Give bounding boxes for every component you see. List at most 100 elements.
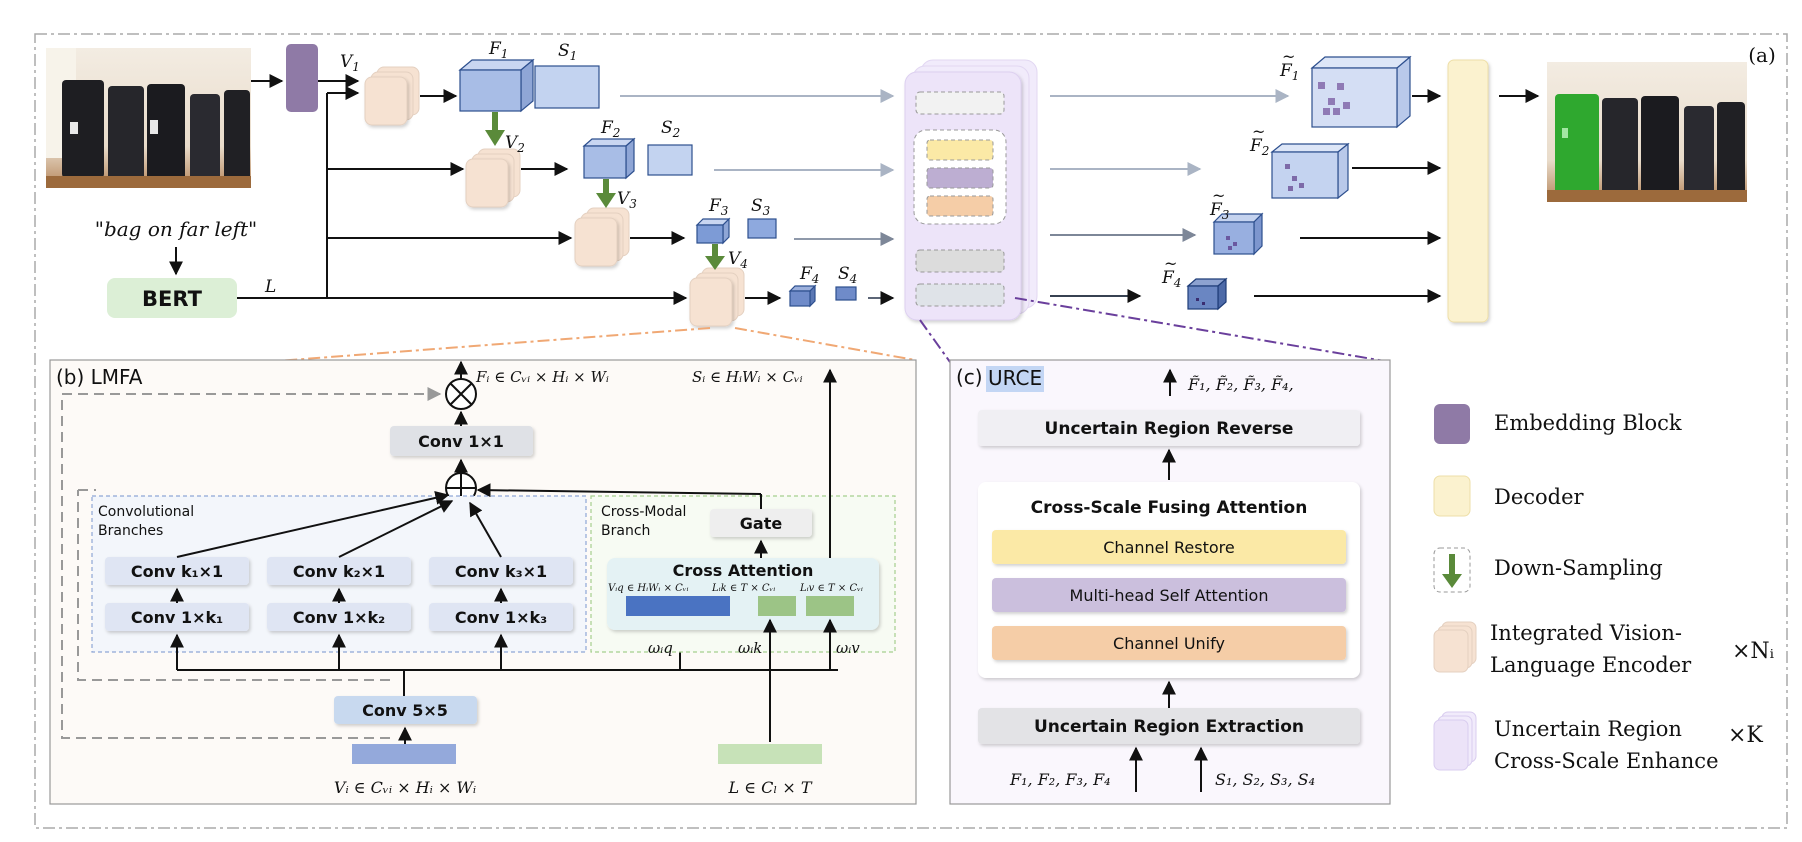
s-label: S2 bbox=[661, 118, 680, 140]
f-label: F1 bbox=[488, 39, 508, 61]
feature-cube-f4 bbox=[788, 284, 817, 308]
conv-k3x1-label: Conv k₃×1 bbox=[455, 562, 547, 581]
v-label: V3 bbox=[617, 189, 637, 211]
enhanced-label: F1 bbox=[1279, 61, 1299, 83]
bert-label: BERT bbox=[142, 287, 203, 311]
uncertain-region-reverse-label: Uncertain Region Reverse bbox=[1045, 419, 1294, 439]
conv-k3x1-block bbox=[429, 557, 573, 585]
down-sampling-arrow bbox=[705, 244, 725, 270]
uncertain-region-extraction-label: Uncertain Region Extraction bbox=[1034, 717, 1304, 737]
legend-decoder-label: Decoder bbox=[1494, 485, 1585, 509]
s-label: S1 bbox=[558, 41, 577, 63]
panel-a-tag: (a) bbox=[1748, 43, 1776, 67]
s-label: S3 bbox=[751, 196, 771, 218]
conv-1xk2-label: Conv 1×k₂ bbox=[293, 608, 385, 627]
conv-5x5-block bbox=[334, 696, 477, 724]
legend-embedding-swatch bbox=[1434, 404, 1470, 444]
legend-encoder-label: Language Encoder bbox=[1490, 653, 1692, 677]
conv-1xk2-block bbox=[267, 603, 411, 631]
legend-urce-label: Uncertain Region bbox=[1494, 717, 1682, 741]
v-input-bar bbox=[352, 744, 456, 764]
enhanced-feature-cube bbox=[1212, 212, 1264, 256]
query-bar bbox=[626, 596, 730, 616]
tilde-mark: ~ bbox=[1282, 47, 1295, 66]
legend-encoder-label: Integrated Vision- bbox=[1490, 621, 1682, 645]
enhanced-label: F4 bbox=[1161, 268, 1181, 290]
legend-encoder-mult: ×Nᵢ bbox=[1732, 639, 1775, 664]
encoder-stack bbox=[574, 207, 630, 267]
gate-label: Gate bbox=[740, 514, 783, 533]
channel-restore-label: Channel Restore bbox=[1103, 538, 1234, 557]
conv-k2x1-block bbox=[267, 557, 411, 585]
outer-frame bbox=[34, 33, 1788, 829]
conv-k2x1-label: Conv k₂×1 bbox=[293, 562, 385, 581]
down-sampling-arrow bbox=[485, 112, 505, 146]
uncertain-region-extraction-block bbox=[978, 708, 1360, 744]
legend-downsampling-label: Down-Sampling bbox=[1494, 556, 1663, 580]
L-label: L bbox=[264, 277, 276, 297]
channel-restore-block bbox=[992, 530, 1346, 564]
in-v-formula: Vᵢ ∈ Cᵥᵢ × Hᵢ × Wᵢ bbox=[334, 778, 476, 797]
urce-stack bbox=[904, 59, 1038, 321]
conv-5x5-label: Conv 5×5 bbox=[362, 701, 448, 720]
feature-cube-f2 bbox=[582, 137, 636, 180]
conv-branches-label: Branches bbox=[98, 523, 163, 539]
legend-urce-label: Cross-Scale Enhance bbox=[1494, 749, 1719, 773]
cross-scale-fusing-label: Cross-Scale Fusing Attention bbox=[1031, 498, 1308, 518]
cross-modal-label: Cross-Modal bbox=[601, 504, 686, 520]
v-label: V2 bbox=[505, 133, 525, 155]
tilde-mark: ~ bbox=[1164, 254, 1177, 273]
bert-block bbox=[107, 278, 237, 318]
w-iq-label: ωᵢq bbox=[648, 639, 673, 657]
legend-embedding-label: Embedding Block bbox=[1494, 411, 1682, 435]
encoder-stack bbox=[364, 66, 420, 126]
urce-output-formula: F̃₁, F̃₂, F̃₃, F̃₄, bbox=[1187, 375, 1294, 394]
enhanced-label: F3 bbox=[1209, 200, 1230, 222]
s-block-s1 bbox=[534, 65, 600, 109]
out-s-formula: Sᵢ ∈ HᵢWᵢ × Cᵥᵢ bbox=[692, 368, 803, 386]
enhanced-feature-cube bbox=[1270, 142, 1350, 200]
s-label: S4 bbox=[838, 264, 857, 286]
down-sampling-arrow bbox=[596, 179, 616, 208]
v-label: V1 bbox=[340, 52, 360, 74]
viq-formula: Vᵢq ∈ HᵢWᵢ × Cᵥᵢ bbox=[608, 583, 689, 594]
encoder-stack bbox=[465, 148, 521, 208]
decoder-block bbox=[1447, 59, 1489, 323]
legend-urce-mult: ×K bbox=[1728, 723, 1763, 748]
mhsa-block bbox=[992, 578, 1346, 612]
channel-unify-label: Channel Unify bbox=[1113, 634, 1225, 653]
conv-branches-label: Convolutional bbox=[98, 504, 194, 520]
liv-formula: Lᵢv ∈ T × Cᵥᵢ bbox=[799, 583, 863, 594]
conv-1x1-label: Conv 1×1 bbox=[418, 432, 504, 451]
conv-1xk3-label: Conv 1×k₃ bbox=[455, 608, 547, 627]
cross-attention-label: Cross Attention bbox=[673, 561, 814, 580]
panel-b-title: (b) LMFA bbox=[56, 365, 143, 389]
enhanced-feature-cube bbox=[1186, 277, 1228, 311]
feature-cube-f3 bbox=[695, 217, 731, 245]
legend-urce-icon bbox=[1433, 711, 1477, 771]
conv-1x1-block bbox=[390, 426, 533, 456]
enhanced-feature-cube bbox=[1310, 55, 1412, 129]
tilde-mark: ~ bbox=[1212, 186, 1225, 205]
query-text: "bag on far left" bbox=[95, 217, 257, 241]
v-label: V4 bbox=[728, 249, 748, 271]
output-image bbox=[1547, 62, 1747, 202]
lik-formula: Lᵢk ∈ T × Cᵥᵢ bbox=[711, 583, 775, 594]
panel-c-title-bg bbox=[986, 366, 1044, 392]
s-block-s2 bbox=[647, 144, 693, 176]
enhanced-label: F2 bbox=[1249, 136, 1269, 158]
uncertain-region-reverse-block bbox=[978, 410, 1360, 446]
legend-decoder-swatch bbox=[1433, 475, 1471, 517]
s-block-s3 bbox=[747, 218, 777, 239]
gate-block bbox=[710, 509, 812, 537]
cross-modal-label: Branch bbox=[601, 523, 650, 539]
legend-encoder-icon bbox=[1433, 621, 1477, 673]
conv-1xk3-block bbox=[429, 603, 573, 631]
conv-1xk1-label: Conv 1×k₁ bbox=[131, 608, 223, 627]
channel-unify-block bbox=[992, 626, 1346, 660]
f-label: F3 bbox=[708, 196, 729, 218]
urce-input-f: F₁, F₂, F₃, F₄ bbox=[1009, 770, 1111, 789]
tilde-mark: ~ bbox=[1252, 122, 1265, 141]
out-f-formula: Fᵢ ∈ Cᵥᵢ × Hᵢ × Wᵢ bbox=[475, 368, 609, 386]
